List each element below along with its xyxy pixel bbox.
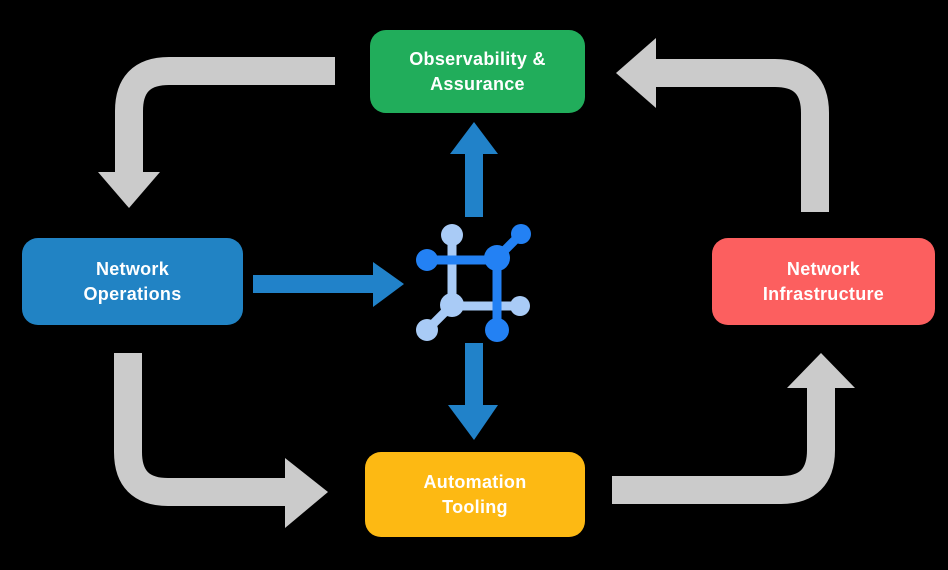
cycle-arrow-automation-tooling-to-network-infrastructure — [612, 353, 855, 504]
node-network-operations: Network Operations — [22, 238, 243, 325]
node-observability-assurance: Observability & Assurance — [370, 30, 585, 113]
network-hub-icon — [416, 224, 531, 342]
node-observability-assurance-label: Observability & Assurance — [409, 49, 546, 94]
network-hub-icon-dark-parts — [416, 224, 531, 342]
cycle-arrows — [98, 38, 855, 528]
hub-arrow-center-to-observability — [450, 122, 498, 217]
cycle-arrow-network-operations-to-automation-tooling — [114, 353, 328, 528]
node-automation-tooling: Automation Tooling — [365, 452, 585, 537]
cycle-arrow-observability-to-network-operations — [98, 57, 335, 208]
hub-arrow-network-operations-to-center — [253, 262, 404, 307]
node-automation-tooling-label: Automation Tooling — [423, 472, 527, 517]
hub-arrow-center-to-automation-tooling — [448, 343, 498, 440]
cycle-arrow-network-infrastructure-to-observability — [616, 38, 829, 212]
node-network-infrastructure-label: Network Infrastructure — [762, 259, 885, 304]
hub-arrows — [253, 122, 498, 440]
network-hub-icon-light-parts — [416, 224, 530, 341]
node-network-infrastructure: Network Infrastructure — [712, 238, 935, 325]
node-network-operations-label: Network Operations — [83, 259, 182, 304]
